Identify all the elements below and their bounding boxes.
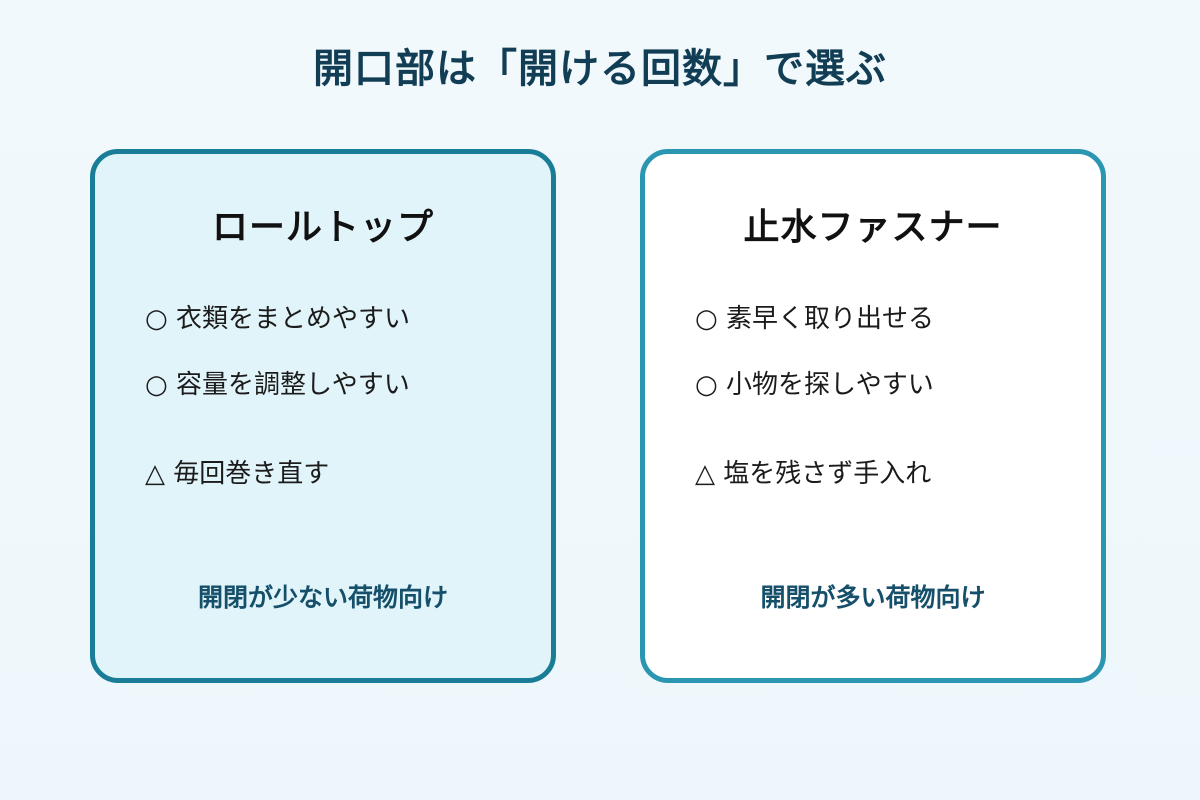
point-item: △ 毎回巻き直す — [145, 459, 330, 489]
point-item: ○ 容量を調整しやすい — [145, 370, 410, 400]
page-title: 開口部は「開ける回数」で選ぶ — [313, 46, 887, 92]
card-title: 止水ファスナー — [743, 207, 1003, 248]
point-item: ○ 小物を探しやすい — [695, 370, 934, 400]
card-roll-top: ロールトップ ○ 衣類をまとめやすい ○ 容量を調整しやすい △ 毎回巻き直す … — [90, 149, 556, 683]
point-item: △ 塩を残さず手入れ — [695, 459, 932, 489]
card-waterproof-zipper: 止水ファスナー ○ 素早く取り出せる ○ 小物を探しやすい △ 塩を残さず手入れ… — [640, 149, 1106, 683]
point-item: ○ 衣類をまとめやすい — [145, 304, 410, 334]
card-footer: 開閉が少ない荷物向け — [197, 583, 448, 612]
point-item: ○ 素早く取り出せる — [695, 304, 934, 334]
card-title: ロールトップ — [211, 207, 434, 248]
card-footer: 開閉が多い荷物向け — [760, 583, 986, 612]
